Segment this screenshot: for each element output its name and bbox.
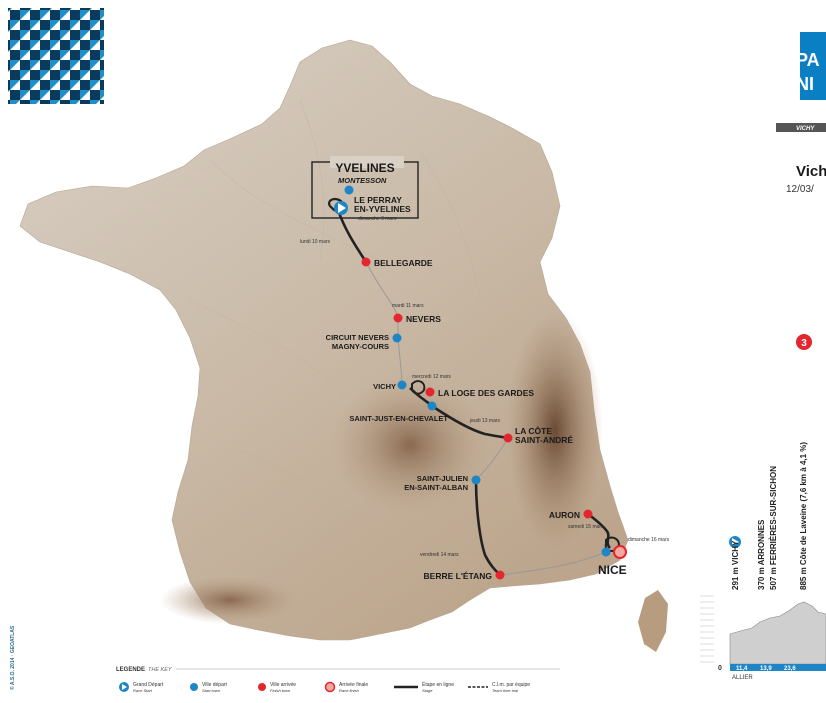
profile-point-vichy: 291 m VICHY xyxy=(731,540,740,590)
vichy-start-marker[interactable] xyxy=(397,380,407,390)
profile-point-laveine: 885 m Côte de Laveine (7,6 km à 4,1 %) xyxy=(799,442,808,590)
montesson-start-marker[interactable] xyxy=(344,185,354,195)
svg-text:Ville arrivée: Ville arrivée xyxy=(270,682,296,688)
svg-text:Race Start: Race Start xyxy=(133,688,153,693)
stage-title: Vich xyxy=(796,163,826,180)
nice-final-finish-marker[interactable] xyxy=(613,545,627,559)
checkered-flag-logo xyxy=(8,8,104,104)
legend-start-town-icon xyxy=(190,683,198,691)
profile-point-arronnes: 370 m ARRONNES xyxy=(757,519,766,590)
magny-cours-start-marker[interactable] xyxy=(392,333,402,343)
paris-nice-logo: PA NI xyxy=(796,32,826,100)
svg-text:C.l.m. par équipe: C.l.m. par équipe xyxy=(492,682,530,688)
km-zero: 0 xyxy=(718,665,722,672)
profile-start-icon xyxy=(729,536,741,548)
svg-text:Ville départ: Ville départ xyxy=(202,682,228,688)
label-nice: NICE xyxy=(598,563,627,577)
svg-text:3: 3 xyxy=(801,338,807,349)
label-auron: AURON xyxy=(549,510,580,520)
label-bellegarde: BELLEGARDE xyxy=(374,258,433,268)
svg-text:Team time trial: Team time trial xyxy=(492,688,518,693)
date-labels: dimanche 9 mars lundi 10 mars mardi 11 m… xyxy=(300,216,670,558)
city-labels: YVELINES MONTESSON LE PERRAY EN-YVELINES… xyxy=(326,161,627,581)
date-dimanche-9: dimanche 9 mars xyxy=(358,216,397,222)
label-en-yvelines: EN-YVELINES xyxy=(354,204,411,214)
svg-text:Start town: Start town xyxy=(202,688,221,693)
saint-julien-start-marker[interactable] xyxy=(471,475,481,485)
label-magny-cours: MAGNY-COURS xyxy=(332,342,389,351)
km-13-9: 13,9 xyxy=(760,666,772,672)
label-berre: BERRE L'ÉTANG xyxy=(424,571,493,581)
legend: LEGENDE THE KEY Grand Départ Race Start … xyxy=(116,667,560,693)
markers xyxy=(334,185,627,580)
saint-just-start-marker[interactable] xyxy=(427,401,437,411)
elevation-profile: 11,4 13,9 23,6 0 ALLIER xyxy=(700,595,826,681)
la-cote-finish-marker[interactable] xyxy=(503,433,513,443)
nice-start-marker[interactable] xyxy=(601,547,611,557)
legend-finish-town-icon xyxy=(258,683,266,691)
label-loge-des-gardes: LA LOGE DES GARDES xyxy=(438,388,534,398)
label-en-saint-alban: EN-SAINT-ALBAN xyxy=(404,483,468,492)
svg-text:Stage: Stage xyxy=(422,688,433,693)
label-saint-julien: SAINT-JULIEN xyxy=(417,474,468,483)
profile-point-ferrieres: 507 m FERRIÈRES-SUR-SICHON xyxy=(769,466,778,590)
nevers-finish-marker[interactable] xyxy=(393,313,403,323)
stage-date: 12/03/ xyxy=(786,184,814,195)
label-montesson: MONTESSON xyxy=(338,176,387,185)
auron-finish-marker[interactable] xyxy=(583,509,593,519)
map-credit: © A.S.O. 2014 · GEOATLAS xyxy=(9,625,16,690)
km-11-4: 11,4 xyxy=(736,666,748,672)
loge-des-gardes-finish-marker[interactable] xyxy=(425,387,435,397)
label-la-cote: LA CÔTE xyxy=(515,425,552,436)
legend-title: LEGENDE xyxy=(116,667,145,673)
region-title: YVELINES xyxy=(335,161,394,175)
bellegarde-finish-marker[interactable] xyxy=(361,257,371,267)
svg-text:PA: PA xyxy=(796,50,820,70)
legend-race-finish-icon xyxy=(324,681,336,693)
svg-text:Arrivée finale: Arrivée finale xyxy=(339,682,368,688)
km-23-6: 23,6 xyxy=(784,666,796,672)
climb-number-badge xyxy=(796,334,812,350)
label-vichy: VICHY xyxy=(373,382,396,391)
svg-text:NI: NI xyxy=(796,74,814,94)
date-mardi-11: mardi 11 mars xyxy=(392,303,424,309)
svg-text:Étape en ligne: Étape en ligne xyxy=(422,681,454,688)
date-vendredi-14: vendredi 14 mars xyxy=(420,552,459,558)
date-samedi-15: samedi 15 mars xyxy=(568,524,604,530)
berre-finish-marker[interactable] xyxy=(495,570,505,580)
label-saint-just: SAINT-JUST-EN-CHEVALET xyxy=(349,414,448,423)
svg-text:Finish town: Finish town xyxy=(270,688,291,693)
svg-text:Race finish: Race finish xyxy=(339,688,360,693)
legend-title-en: THE KEY xyxy=(148,667,172,673)
label-nevers: NEVERS xyxy=(406,314,441,324)
svg-text:Grand Départ: Grand Départ xyxy=(133,682,164,688)
label-saint-andre: SAINT-ANDRÉ xyxy=(515,435,573,445)
label-circuit-nevers: CIRCUIT NEVERS xyxy=(326,333,389,342)
date-dimanche-16: dimanche 16 mars xyxy=(628,537,670,543)
date-mercredi-12: mercredi 12 mars xyxy=(412,374,451,380)
date-jeudi-13: jeudi 13 mars xyxy=(469,418,501,424)
date-lundi-10: lundi 10 mars xyxy=(300,239,331,245)
stage-bar xyxy=(776,123,826,132)
svg-text:VICHY: VICHY xyxy=(796,126,815,132)
department-label: ALLIER xyxy=(732,675,753,681)
label-le-perray: LE PERRAY xyxy=(354,195,402,205)
